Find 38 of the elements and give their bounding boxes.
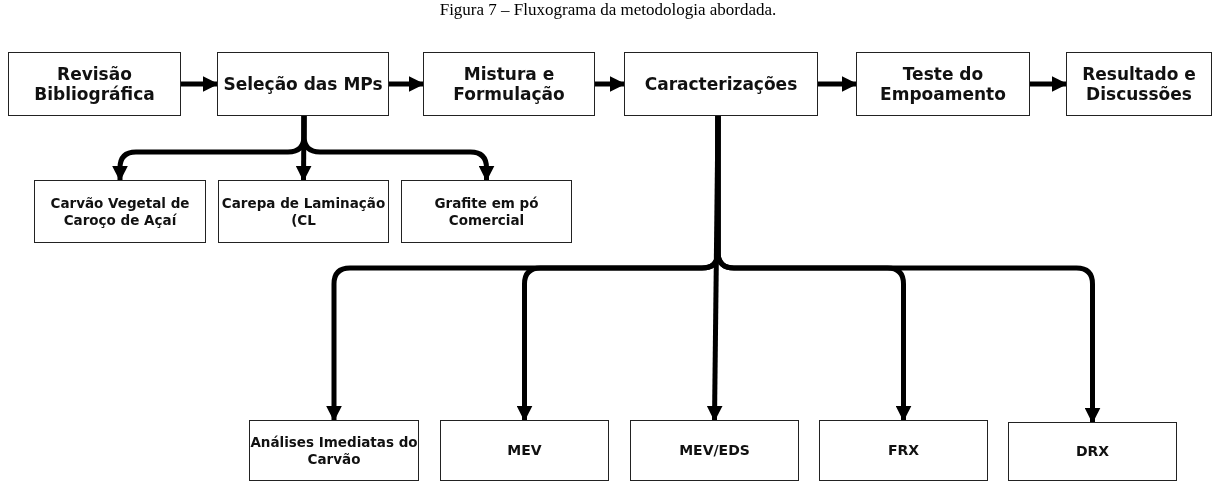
box-label: Carvão Vegetal de Caroço de Açaí [49, 195, 191, 228]
process-box [218, 180, 389, 243]
process-box [856, 52, 1030, 116]
process-box [34, 180, 206, 243]
box-label: Grafite em pó Comercial [433, 195, 540, 228]
process-box [1008, 422, 1177, 481]
arrow [706, 115, 723, 422]
process-box [819, 420, 988, 481]
process-box [423, 52, 595, 116]
box-label: Teste do Empoamento [879, 63, 1007, 105]
box-label: Análises Imediatas do Carvão [250, 434, 418, 467]
process-box [624, 52, 818, 116]
box-label: Revisão Bibliográfica [33, 63, 156, 105]
box-label: DRX [1075, 443, 1110, 460]
arrow [595, 76, 626, 92]
arrow [389, 76, 425, 92]
box-label: Resultado e Discussões [1081, 63, 1197, 105]
arrow [295, 116, 312, 182]
box-label: Carepa de Laminação (CL [220, 195, 387, 228]
process-box [630, 420, 799, 481]
arrow [818, 76, 858, 92]
arrow [301, 116, 495, 182]
box-label: MEV/EDS [679, 442, 750, 459]
arrow [1030, 76, 1068, 92]
process-box [1066, 52, 1212, 116]
process-box [440, 420, 609, 481]
box-label: Caracterizações [644, 73, 798, 95]
box-label: MEV [507, 442, 542, 459]
arrow [181, 76, 219, 92]
process-box [217, 52, 389, 116]
figure-title: Figura 7 – Fluxograma da metodologia abordada. [438, 0, 778, 20]
process-box [401, 180, 572, 243]
arrow [715, 116, 1101, 424]
box-label: Mistura e Formulação [452, 63, 566, 105]
box-label: Seleção das MPs [223, 73, 383, 95]
process-box [249, 420, 419, 481]
box-label: FRX [887, 442, 920, 459]
process-box [8, 52, 181, 116]
